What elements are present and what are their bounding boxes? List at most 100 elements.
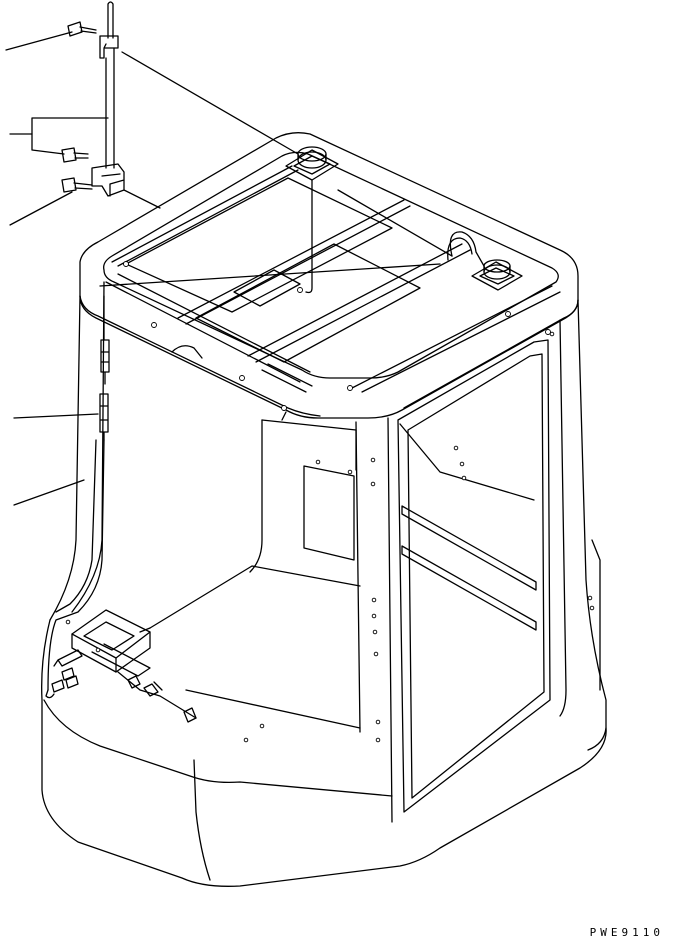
pillar-hole [459, 461, 465, 467]
speaker-wire-right-2 [447, 237, 473, 261]
antenna-whip [107, 1, 114, 39]
leader-line-bolt-top [5, 31, 73, 51]
roof-beam-2 [247, 243, 471, 363]
radio-clip-3 [183, 707, 197, 723]
speaker-wiring [99, 179, 485, 294]
speaker-wire-cross [337, 189, 453, 257]
pillar-hole [589, 605, 595, 611]
roof-hole [505, 311, 511, 317]
radio-unit [45, 609, 197, 723]
lower-body-seam [193, 759, 211, 881]
radio-connector-2 [61, 667, 75, 681]
antenna-cable-down-2 [55, 439, 97, 613]
speaker-wire-right [449, 231, 485, 267]
rear-rail-2 [401, 545, 537, 631]
cab-roof [79, 132, 579, 419]
roof-panel-a [125, 177, 393, 313]
inner-rear-wall [261, 419, 357, 471]
lower-body [41, 619, 607, 887]
pillar-hole [375, 719, 381, 725]
drawing-code: PWE9110 [589, 926, 664, 939]
pillar-front-left [49, 295, 81, 621]
door-frame-inner [407, 353, 545, 799]
roof-hole [281, 405, 287, 411]
antenna-top-bracket [99, 35, 119, 59]
pillar-hole [243, 737, 249, 743]
pillar-hole [549, 331, 555, 337]
leader-line-mount-to-roof [123, 189, 161, 209]
pillar-rear-right [577, 299, 607, 751]
pillar-center [355, 417, 393, 823]
radio-body-side [115, 631, 151, 673]
antenna-cable-down [47, 439, 105, 691]
roof-rail-right [351, 285, 561, 393]
roof-panel-c [233, 269, 301, 307]
bolt-upper-icon [67, 21, 97, 37]
rear-panel-upper [399, 423, 535, 501]
rear-rail-1 [401, 505, 537, 591]
radio-wire-left [45, 689, 55, 699]
pillar-rear-right-inner [559, 319, 567, 717]
pillar-hole [315, 459, 321, 465]
door-frame [397, 339, 551, 813]
speaker-wire-left-down [305, 179, 313, 294]
roof-hole [545, 329, 551, 335]
radio-connector-4 [65, 675, 79, 689]
inner-panel [303, 465, 355, 561]
roof-hole [123, 261, 129, 267]
speaker-right-base-inner [479, 267, 515, 285]
roof-beam-1 [177, 199, 411, 325]
pillar-hole [371, 597, 377, 603]
leader-line-connector [13, 413, 99, 419]
radio-bracket [91, 643, 151, 677]
radio-connector-3 [51, 679, 65, 693]
roof-hole [347, 385, 353, 391]
roof-beam-front [105, 273, 311, 383]
lower-body-right [591, 539, 601, 691]
radio-hole [95, 647, 101, 653]
pillar-rear-left [249, 419, 263, 573]
leader-lines [5, 31, 299, 506]
pillar-hole [371, 613, 377, 619]
antenna-lower-clamp [91, 163, 125, 197]
speaker-right [471, 259, 523, 291]
pillar-hole [370, 457, 376, 463]
roof-rail-left [111, 165, 299, 267]
pillar-hole [461, 475, 467, 481]
radio-connector-1 [53, 649, 83, 667]
speaker-left-cap [297, 146, 327, 162]
roof-hole [297, 287, 303, 293]
speaker-left-base [285, 149, 339, 181]
cab-floor [149, 565, 361, 629]
pillar-hole [370, 481, 376, 487]
lower-body-top-edge [43, 699, 393, 797]
connector-upper-icon [100, 339, 110, 385]
cab-floor-line [139, 627, 361, 729]
pillar-hole [373, 651, 379, 657]
speaker-left-base-inner [293, 155, 331, 175]
leader-line-cable [13, 479, 85, 506]
antenna-cable [47, 295, 110, 691]
leader-line-antenna-bracket-lower [31, 133, 65, 155]
pillar-hole [347, 469, 353, 475]
antenna-mast [105, 47, 115, 169]
radio-clip-2 [143, 681, 163, 697]
antenna-assembly [61, 1, 125, 197]
pillar-hole [453, 445, 459, 451]
roof-visor-bump [171, 345, 203, 359]
roof-panel-b [195, 243, 421, 363]
roof-rail-front [261, 363, 313, 393]
roof-outer-edge [79, 132, 579, 419]
pillar-front-left-inner [71, 281, 105, 613]
roof-hole [151, 322, 157, 328]
radio-faceplate [83, 621, 135, 651]
pillar-hole [259, 723, 265, 729]
radio-hole [65, 619, 71, 625]
pillar-hole [587, 595, 593, 601]
antenna-cable-roof [99, 263, 441, 287]
radio-clip-1 [127, 675, 141, 689]
radio-body-top [71, 609, 151, 659]
roof-hole [239, 375, 245, 381]
leader-line-bolt-lower [9, 191, 73, 226]
